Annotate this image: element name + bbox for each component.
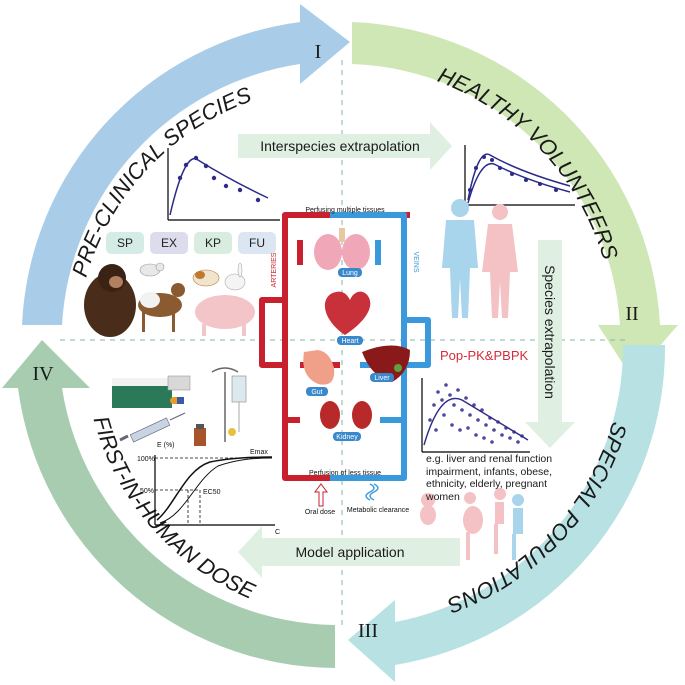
emax-ec50-label: EC50 (203, 489, 221, 496)
veins-label: VEINS (412, 251, 419, 272)
pig-icon (195, 295, 255, 336)
kidney-icon (320, 401, 372, 429)
chip-ex-bg (150, 232, 188, 254)
organ-gut: Gut (311, 389, 322, 396)
monkey-icon (84, 264, 136, 337)
pbpk-label: Pop-PK&PBPK (440, 348, 528, 363)
emax-tick-100: 100% (137, 456, 155, 463)
chip-kp: KP (205, 236, 221, 250)
model-label: Model application (296, 544, 405, 560)
capsule-icon (170, 397, 184, 404)
emax-ylabel: E (%) (157, 442, 175, 449)
arteries-label: ARTERIES (271, 252, 278, 287)
syringe-icon (119, 412, 186, 443)
pbpk-model: Lung Heart Gut Liver Kidney Perfusing mu… (259, 207, 431, 516)
interspecies-arrow: Interspecies extrapolation (238, 122, 452, 170)
numeral-q1: I (315, 41, 322, 63)
emax-plot: E (%) 100% 50% Emax EC50 C (137, 442, 280, 536)
species-arrow: Species extrapolation (525, 240, 575, 448)
lung-icon (314, 228, 370, 270)
male-human-icon (442, 199, 478, 318)
pbpk-bottom-label: Perfusion of less tissue (309, 470, 381, 477)
organ-heart: Heart (341, 338, 358, 345)
pk-scatter-plot (421, 378, 530, 453)
chip-ex: EX (161, 236, 177, 250)
arc-q4 (2, 340, 335, 668)
emax-xlabel: C (275, 529, 280, 536)
parameter-chips: SP EX KP FU (106, 232, 276, 254)
numeral-q2: II (625, 303, 638, 325)
rabbit-icon (224, 262, 246, 291)
liver-icon (362, 345, 410, 382)
species-label: Species extrapolation (542, 265, 558, 399)
arc-q2 (352, 22, 678, 378)
oral-dose-label: Oral dose (305, 509, 335, 516)
numeral-q3: III (358, 620, 378, 642)
iv-drip-icon (211, 367, 247, 442)
model-arrow: Model application (238, 526, 460, 578)
emax-max-label: Emax (250, 449, 268, 456)
pbpk-top-label: Perfusing multiple tissues (305, 207, 385, 214)
female-human-icon (482, 204, 518, 318)
special-population-icons (420, 488, 524, 560)
chip-fu-bg (238, 232, 276, 254)
arc-q3 (348, 345, 666, 682)
interspecies-label: Interspecies extrapolation (260, 138, 420, 154)
guinea-pig-icon (192, 269, 220, 287)
arc-q1 (22, 4, 350, 325)
chip-sp: SP (117, 236, 133, 250)
pk-plot-preclinical (167, 148, 280, 221)
clearance-label: Metabolic clearance (347, 507, 409, 514)
emax-tick-50: 50% (140, 488, 154, 495)
dog-icon (138, 283, 185, 332)
organ-liver: Liver (374, 375, 390, 382)
drug-box-icon (112, 375, 191, 408)
organ-lung: Lung (342, 270, 358, 277)
pk-plot-volunteers (464, 145, 575, 206)
mouse-icon (139, 262, 165, 277)
vial-icon (194, 424, 206, 446)
numeral-q4: IV (32, 363, 54, 385)
gut-icon (303, 350, 335, 385)
chip-fu: FU (249, 236, 265, 250)
chip-kp-bg (194, 232, 232, 254)
heart-icon (324, 291, 371, 335)
organ-kidney: Kidney (336, 434, 358, 441)
special-population-note: e.g. liver and renal function impairment… (426, 453, 553, 503)
chip-sp-bg (106, 232, 144, 254)
